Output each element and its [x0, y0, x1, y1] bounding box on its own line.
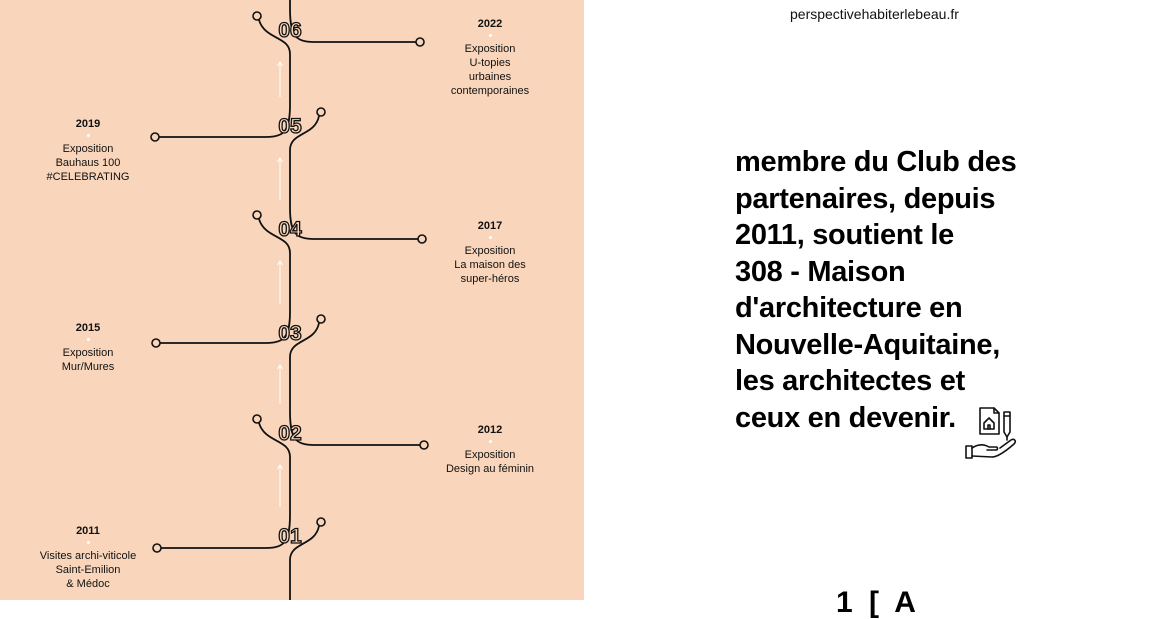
- event-year: 2015: [75, 322, 101, 334]
- timeline-hook-dot: [252, 210, 262, 220]
- timeline-arrow-head: [277, 61, 283, 67]
- timeline-branch: [289, 207, 418, 240]
- event-divider-dot: [86, 541, 90, 544]
- timeline-number: 05: [278, 115, 302, 138]
- statement-line: membre du Club des: [735, 146, 1017, 178]
- timeline-arrow-head: [277, 364, 283, 370]
- timeline-branch: [161, 514, 291, 549]
- event-divider-dot: [86, 134, 90, 137]
- event-description-line: La maison des: [454, 259, 526, 271]
- event-description-line: Mur/Mures: [61, 361, 115, 373]
- statement-line: ceux en devenir.: [735, 401, 956, 434]
- timeline-hook: [289, 115, 320, 151]
- event-description-line: urbaines: [468, 71, 512, 83]
- site-url[interactable]: perspectivehabiterlebeau.fr: [790, 6, 959, 22]
- partial-logo: 1 [ A: [836, 586, 920, 619]
- event-year: 2012: [477, 424, 503, 436]
- event-divider-dot: [488, 440, 492, 443]
- statement-line: 308 - Maison: [735, 255, 906, 288]
- timeline-arrow-head: [277, 464, 283, 470]
- timeline-arrow-head: [277, 260, 283, 266]
- timeline-hook-dot: [252, 414, 262, 424]
- timeline-hook: [289, 322, 320, 358]
- timeline-hook-dot: [252, 11, 262, 21]
- timeline-number: 02: [278, 422, 301, 445]
- timeline-hook: [258, 19, 291, 55]
- event-description-line: Exposition: [464, 449, 516, 461]
- timeline-hook: [258, 422, 291, 458]
- statement-line: partenaires, depuis: [735, 182, 996, 215]
- event-year: 2019: [75, 118, 101, 130]
- statement-line: les architectes et: [735, 365, 965, 397]
- timeline-endpoint-dot: [415, 37, 425, 47]
- timeline-endpoint-dot: [417, 234, 427, 244]
- event-description-line: Design au féminin: [445, 463, 535, 475]
- event-description-line: Exposition: [464, 43, 516, 55]
- timeline-endpoint-dot: [151, 338, 161, 348]
- timeline-endpoint-dot: [152, 543, 162, 553]
- event-description-line: contemporaines: [450, 85, 530, 97]
- event-description-line: & Médoc: [66, 578, 110, 590]
- timeline-hook-dot: [316, 314, 326, 324]
- statement-line: Nouvelle-Aquitaine,: [735, 328, 1000, 361]
- timeline-hook: [258, 218, 291, 254]
- timeline-arrow-head: [277, 157, 283, 163]
- timeline-number: 01: [278, 525, 302, 548]
- timeline-number: 06: [278, 19, 301, 42]
- timeline-graphic: 06 05 04 03 02 01: [150, 0, 429, 600]
- event-description-line: Exposition: [62, 143, 114, 155]
- statement-line: d'architecture en: [735, 292, 963, 324]
- event-description-line: super-héros: [460, 273, 520, 285]
- event-description-line: Bauhaus 100: [55, 157, 121, 169]
- event-year: 2011: [76, 525, 100, 537]
- event-description-line: Exposition: [62, 347, 114, 359]
- timeline-hook-dot: [316, 517, 326, 527]
- hand-house-icon: [965, 407, 1017, 459]
- timeline-number: 04: [278, 218, 302, 241]
- event-year: 2017: [477, 220, 503, 232]
- event-description-line: Visites archi-viticole: [39, 550, 137, 562]
- event-year: 2022: [477, 18, 503, 30]
- statement-line: 2011, soutient le: [735, 219, 954, 251]
- event-divider-dot: [488, 236, 492, 239]
- event-description-line: #CELEBRATING: [46, 171, 130, 183]
- timeline-branch: [159, 104, 291, 138]
- timeline-endpoint-dot: [419, 440, 429, 450]
- event-description-line: Exposition: [464, 245, 516, 257]
- timeline-endpoint-dot: [150, 132, 160, 142]
- timeline-branch: [289, 8, 416, 43]
- timeline-hook: [289, 525, 320, 561]
- timeline-hook-dot: [316, 107, 326, 117]
- event-description-line: Saint-Emilion: [55, 564, 121, 576]
- partner-statement: membre du Club des partenaires, depuis 201…: [735, 144, 1055, 436]
- timeline-branch: [160, 311, 291, 344]
- timeline-branch: [289, 411, 420, 446]
- event-description-line: U-topies: [469, 57, 511, 69]
- timeline-number: 03: [278, 322, 301, 345]
- event-divider-dot: [488, 34, 492, 37]
- event-divider-dot: [86, 338, 90, 341]
